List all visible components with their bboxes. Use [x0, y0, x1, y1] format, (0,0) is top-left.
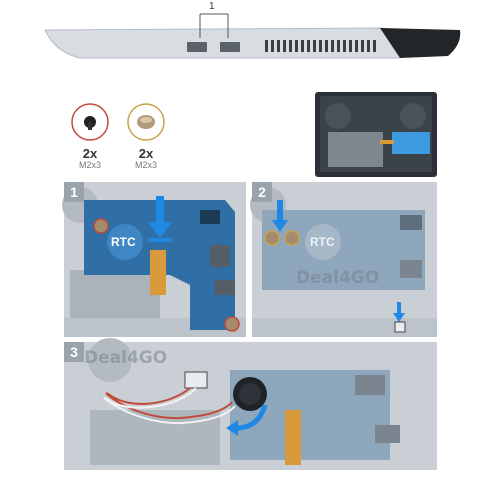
watermark-2: Deal4GO: [296, 268, 380, 288]
step-2-label: 2: [252, 182, 272, 202]
rtc-cable-red: [105, 387, 233, 420]
watermark-3: Deal4GO: [84, 348, 168, 368]
screw-marker: [284, 230, 300, 246]
usb-port-left: [187, 42, 207, 52]
rtc-cable-white: [103, 387, 236, 425]
callout-number: 1: [209, 1, 215, 12]
step-1-label: 1: [64, 182, 84, 202]
rtc-connector: [184, 371, 208, 389]
step-3-panel: [64, 338, 437, 470]
overview-thumbnail: [315, 92, 437, 177]
step-1-panel: [62, 182, 246, 337]
screw-marker: [264, 230, 280, 246]
screw-spec-2: M2x3: [134, 160, 157, 170]
screw-marker: [93, 218, 109, 234]
screw-spec-1: M2x3: [78, 160, 101, 170]
screw-marker: [224, 316, 240, 332]
step-3-label: 3: [64, 342, 84, 362]
usb-port-right: [220, 42, 240, 52]
screw-count-1: 2x: [82, 146, 98, 161]
flex-cable: [150, 250, 166, 295]
step-2-panel: [250, 182, 437, 337]
down-arrow-icon: [148, 196, 172, 242]
screw-legend: [71, 103, 165, 141]
laptop-side-view: [44, 13, 461, 59]
highlighted-board: [392, 132, 430, 154]
rtc-label-2: RTC: [310, 235, 335, 249]
vent-grille: [265, 40, 376, 52]
down-arrow-icon: [393, 302, 405, 322]
screw-count-2: 2x: [138, 146, 154, 161]
rtc-label-1: RTC: [111, 235, 136, 249]
down-arrow-icon: [272, 200, 288, 232]
